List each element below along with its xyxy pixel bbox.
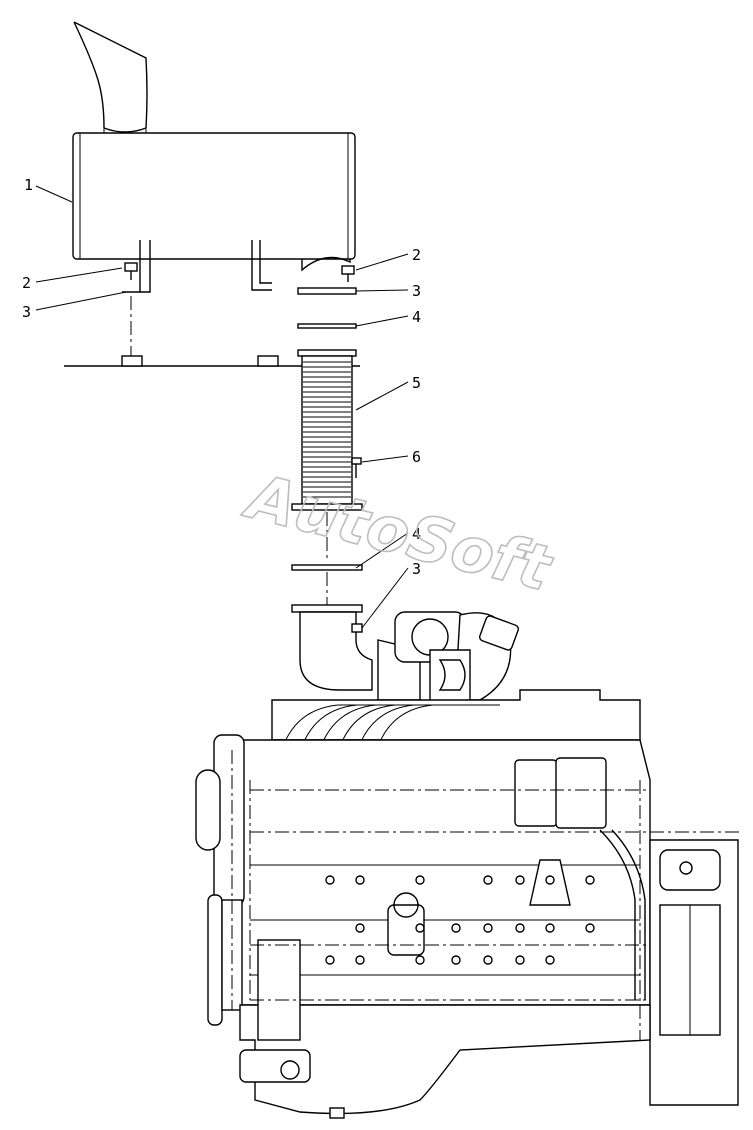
callout-3-left: 3	[22, 303, 31, 321]
bolt-left	[122, 262, 140, 293]
callout-2-right: 2	[412, 246, 421, 264]
bolt-right	[341, 265, 355, 282]
callout-5: 5	[412, 374, 421, 392]
flange-upper	[297, 287, 357, 295]
engine-centerlines	[231, 750, 740, 1040]
block-bolt-holes	[325, 875, 595, 965]
callout-4-upper: 4	[412, 308, 421, 326]
gasket-lower	[291, 564, 363, 571]
exhaust-elbow	[291, 604, 373, 691]
bolt-6	[351, 457, 362, 478]
muffler	[72, 21, 356, 293]
callout-4-lower: 4	[412, 525, 421, 543]
callout-1: 1	[24, 176, 33, 194]
callout-2-left: 2	[22, 274, 31, 292]
flex-pipe	[291, 349, 363, 511]
leader-lines	[35, 185, 409, 629]
callout-6: 6	[412, 448, 421, 466]
engine-block	[195, 689, 739, 1119]
gasket-upper	[297, 323, 357, 329]
turbocharger	[377, 611, 519, 711]
callout-3-lower: 3	[412, 560, 421, 578]
callout-3-right: 3	[412, 282, 421, 300]
watermark: AutoSoft	[236, 458, 560, 605]
